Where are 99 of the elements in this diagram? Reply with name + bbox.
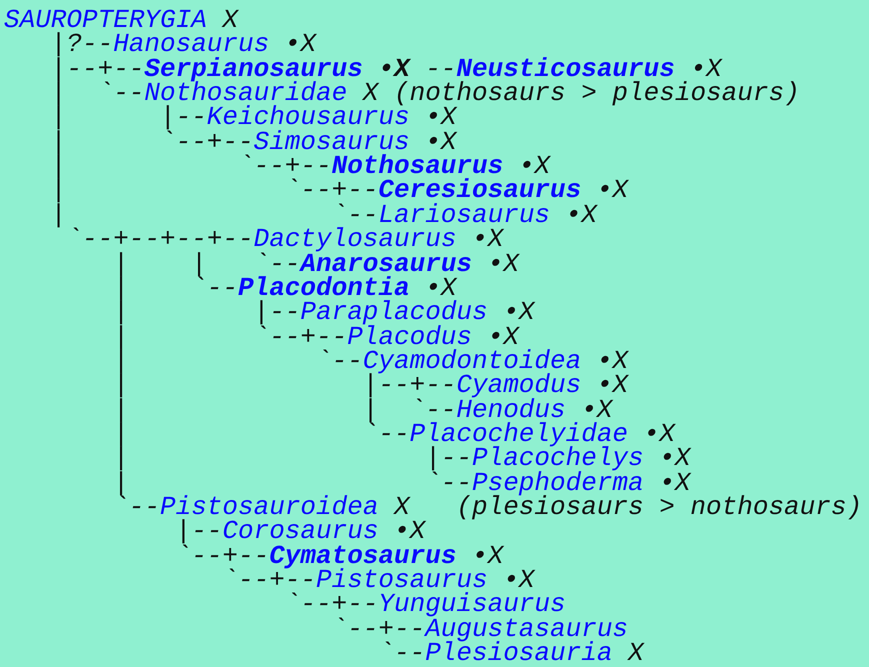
taxon-marker: •X (596, 180, 628, 200)
tree-branch: `-- (425, 472, 472, 493)
tree-branch: |--+-- (362, 375, 456, 396)
taxon-marker: •X (378, 58, 410, 79)
tree-branch: |?-- (50, 34, 114, 54)
taxon-marker: X (394, 497, 410, 517)
taxon-name: Pistosaurus (316, 570, 488, 590)
tree-branch: |-- (425, 448, 472, 468)
taxon-name: Placochelys (472, 448, 644, 468)
tree-branch: |-- (254, 302, 300, 322)
taxon-marker: •X (425, 278, 456, 298)
taxon-marker: •X (394, 521, 426, 542)
taxon-marker: X (628, 643, 644, 664)
taxon-marker: •X (472, 546, 504, 566)
taxon-marker: •X (518, 156, 550, 176)
taxon-name: Hanosaurus (113, 34, 270, 54)
tree-branch: |-- (176, 521, 222, 542)
tree-branch: `-- (254, 254, 300, 274)
tree-branch: `--+-- (284, 594, 378, 614)
taxon-name: Plesiosauria (425, 643, 612, 664)
taxon-marker: •X (503, 302, 534, 322)
taxon-name: Pistosauroidea (160, 497, 378, 517)
tree-branch: `--+--+--+-- (66, 229, 254, 250)
taxon-marker: •X (488, 254, 519, 274)
taxon-marker: •X (596, 375, 628, 396)
taxon-name: Simosaurus (254, 132, 410, 152)
tree-branch: `--+-- (238, 156, 332, 176)
tree-branch: | (113, 302, 129, 322)
taxon-name: Serpianosaurus (144, 58, 363, 79)
taxon-marker: X (222, 10, 238, 30)
tree-branch: `-- (113, 497, 160, 517)
taxon-marker: •X (596, 350, 628, 371)
tree-branch: `--+-- (222, 570, 316, 590)
tree-branch: `-- (362, 424, 410, 444)
tree-branch: |--+-- (50, 58, 144, 79)
taxon-name: Placochelyidae (410, 424, 628, 444)
taxon-name: Psephoderma (472, 472, 644, 493)
taxon-name: Placodus (347, 326, 472, 347)
taxon-name: SAUROPTERYGIA (4, 10, 207, 30)
taxon-name: Yunguisaurus (378, 594, 566, 614)
tree-branch: -- (425, 58, 456, 79)
tree-branch: `--+-- (160, 132, 254, 152)
tree-branch: `-- (191, 278, 238, 298)
taxon-marker: •X (425, 107, 456, 128)
tree-branch: `-- (332, 204, 378, 225)
note: (plesiosaurs > nothosaurs) (456, 497, 862, 517)
taxon-name: Cyamodontoidea (362, 350, 582, 371)
taxon-marker: •X (472, 229, 504, 250)
taxon-marker: X (362, 83, 378, 104)
tree-branch: | (362, 400, 378, 420)
tree-branch: | (50, 156, 66, 176)
taxon-name: Ceresiosaurus (378, 180, 582, 200)
taxon-name: Placodontia (238, 278, 410, 298)
taxon-marker: •X (690, 58, 722, 79)
tree-branch: `-- (410, 400, 456, 420)
taxon-name: Keichousaurus (206, 107, 410, 128)
tree-branch: | (113, 448, 129, 468)
taxon-name: Cymatosaurus (269, 546, 456, 566)
tree-branch: | (50, 83, 66, 104)
taxon-marker: •X (644, 424, 675, 444)
tree-branch: | (113, 424, 129, 444)
taxon-name: Henodus (456, 400, 566, 420)
tree-branch: | (113, 278, 129, 298)
tree-branch: `-- (98, 83, 144, 104)
taxon-marker: •X (659, 448, 690, 468)
tree-branch: | (113, 350, 129, 371)
tree-branch: | (113, 375, 129, 396)
taxon-name: Augustasaurus (425, 618, 628, 639)
tree-branch: `--+-- (332, 618, 426, 639)
tree-branch: | (50, 204, 66, 225)
note: (nothosaurs > plesiosaurs) (394, 83, 800, 104)
tree-branch: `-- (378, 643, 426, 664)
tree-branch: | (50, 107, 66, 128)
taxon-marker: •X (284, 34, 316, 54)
taxon-marker: •X (488, 326, 519, 347)
taxon-name: Cyamodus (456, 375, 582, 396)
tree-branch: `--+-- (284, 180, 378, 200)
tree-branch: | (113, 326, 129, 347)
taxon-name: Corosaurus (222, 521, 378, 542)
tree-branch: `--+-- (254, 326, 348, 347)
taxon-name: Nothosauridae (144, 83, 348, 104)
taxon-marker: •X (581, 400, 612, 420)
taxon-name: Nothosaurus (332, 156, 504, 176)
tree-branch: |-- (160, 107, 207, 128)
taxon-marker: •X (566, 204, 597, 225)
tree-branch: | (50, 132, 66, 152)
taxon-name: Lariosaurus (378, 204, 550, 225)
taxon-name: Paraplacodus (300, 302, 488, 322)
taxon-name: Dactylosaurus (254, 229, 456, 250)
tree-branch: | (113, 400, 129, 420)
tree-branch: `--+-- (176, 546, 270, 566)
taxon-name: Neusticosaurus (456, 58, 675, 79)
taxon-name: Anarosaurus (300, 254, 472, 274)
tree-branch: `-- (316, 350, 363, 371)
taxon-marker: •X (659, 472, 690, 493)
tree-branch: | (50, 180, 66, 200)
taxon-marker: •X (503, 570, 534, 590)
taxon-marker: •X (425, 132, 456, 152)
tree-branch: | (113, 472, 129, 493)
